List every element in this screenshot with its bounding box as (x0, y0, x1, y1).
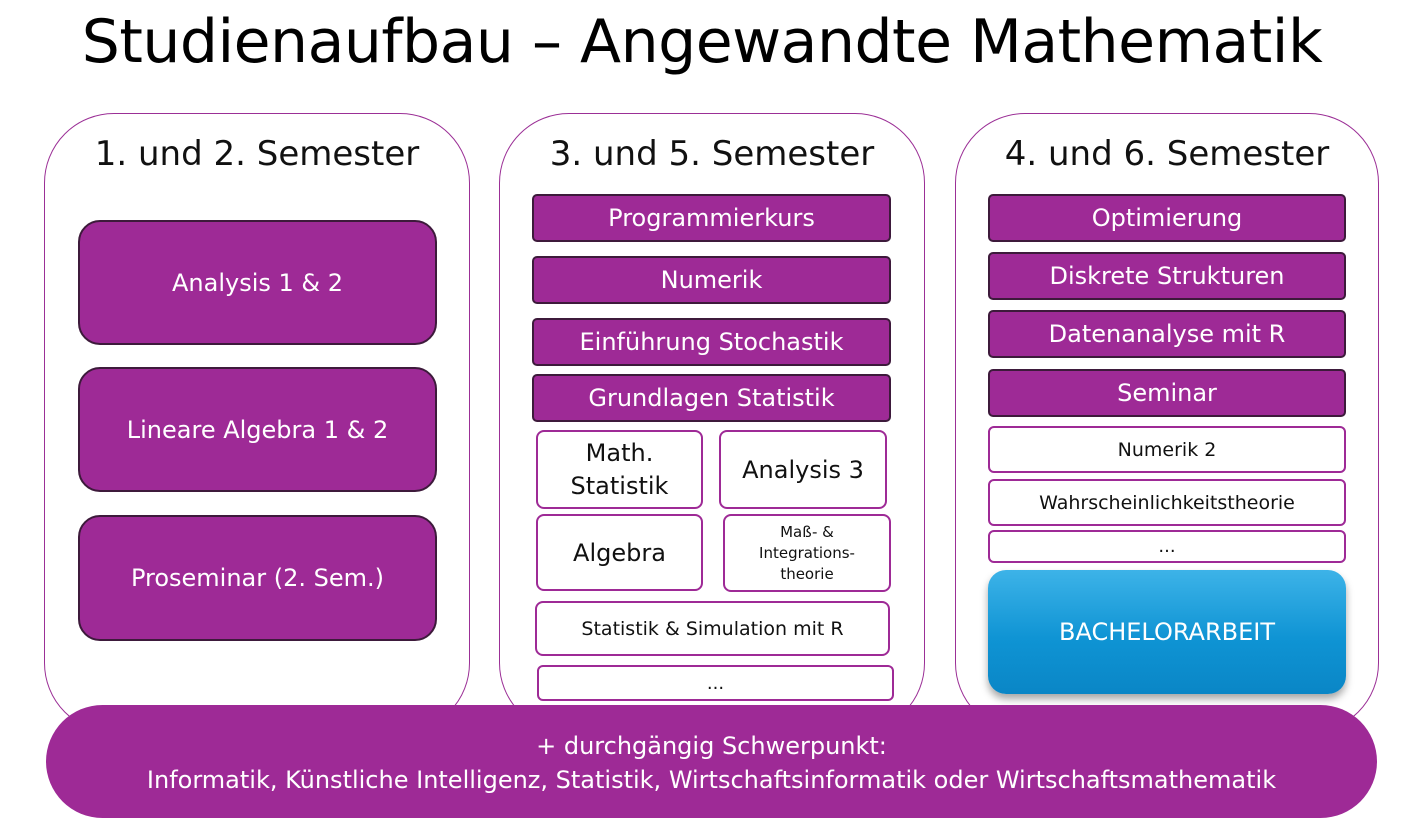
module-optimierung[interactable]: Optimierung (988, 194, 1346, 242)
elective-analysis-3[interactable]: Analysis 3 (719, 430, 887, 509)
column-heading: 4. und 6. Semester (1004, 134, 1330, 174)
elective-more[interactable]: ... (988, 530, 1346, 563)
column-semester-1-2: 1. und 2. Semester Analysis 1 & 2 Linear… (44, 113, 470, 733)
module-diskrete-strukturen[interactable]: Diskrete Strukturen (988, 252, 1346, 300)
focus-heading: + durchgängig Schwerpunkt: (536, 732, 887, 760)
module-lineare-algebra[interactable]: Lineare Algebra 1 & 2 (78, 367, 437, 492)
module-programmierkurs[interactable]: Programmierkurs (532, 194, 891, 242)
module-einfuehrung-stochastik[interactable]: Einführung Stochastik (532, 318, 891, 366)
thesis-bachelorarbeit[interactable]: BACHELORARBEIT (988, 570, 1346, 694)
focus-banner: + durchgängig Schwerpunkt: Informatik, K… (46, 705, 1377, 818)
elective-mass-integration[interactable]: Maß- & Integrations- theorie (723, 514, 891, 592)
module-proseminar[interactable]: Proseminar (2. Sem.) (78, 515, 437, 641)
column-heading: 1. und 2. Semester (94, 134, 420, 174)
column-heading: 3. und 5. Semester (549, 134, 875, 174)
elective-more[interactable]: ... (537, 665, 894, 701)
column-semester-4-6: 4. und 6. Semester Optimierung Diskrete … (955, 113, 1379, 733)
module-seminar[interactable]: Seminar (988, 369, 1346, 417)
module-analysis-1-2[interactable]: Analysis 1 & 2 (78, 220, 437, 345)
focus-options: Informatik, Künstliche Intelligenz, Stat… (146, 766, 1277, 794)
elective-math-statistik[interactable]: Math. Statistik (536, 430, 703, 509)
elective-wahrscheinlichkeitstheorie[interactable]: Wahrscheinlichkeitstheorie (988, 479, 1346, 526)
page-title: Studienaufbau – Angewandte Mathematik (81, 7, 1323, 77)
elective-algebra[interactable]: Algebra (536, 514, 703, 591)
column-semester-3-5: 3. und 5. Semester Programmierkurs Numer… (499, 113, 925, 733)
elective-statistik-simulation[interactable]: Statistik & Simulation mit R (535, 601, 890, 656)
module-datenanalyse[interactable]: Datenanalyse mit R (988, 310, 1346, 358)
module-grundlagen-statistik[interactable]: Grundlagen Statistik (532, 374, 891, 422)
elective-numerik-2[interactable]: Numerik 2 (988, 426, 1346, 473)
module-numerik[interactable]: Numerik (532, 256, 891, 304)
